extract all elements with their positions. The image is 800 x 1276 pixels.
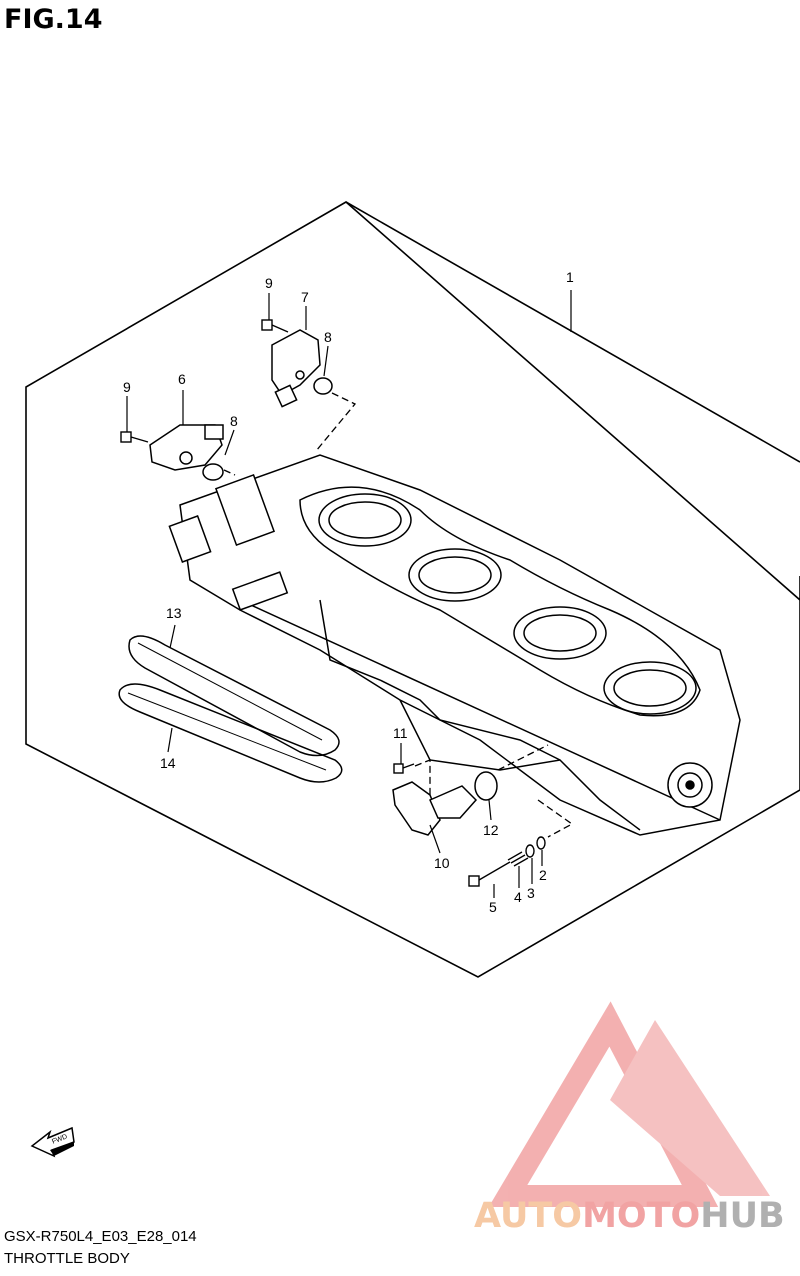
callout-6: 6 (178, 371, 186, 387)
screw-9a (261, 319, 289, 333)
callout-9a: 9 (265, 275, 273, 291)
screw-5 (468, 861, 511, 887)
callout-5: 5 (489, 899, 497, 915)
o-ring-8b (202, 463, 224, 481)
screw-9b (120, 431, 149, 443)
secondary-throttle-sensor (149, 424, 224, 471)
callout-14: 14 (160, 755, 176, 771)
callout-9b: 9 (123, 379, 131, 395)
throttle-position-sensor (271, 329, 321, 408)
triangle-logo-icon (488, 1001, 770, 1207)
brand-part-hub: HUB (700, 1196, 785, 1236)
brand-part-moto: MOTO (582, 1196, 701, 1236)
callout-1: 1 (566, 269, 574, 285)
callout-12: 12 (483, 822, 499, 838)
callout-10: 10 (434, 855, 450, 871)
callout-4: 4 (514, 889, 522, 905)
assembly-boundary (25, 201, 800, 978)
o-ring-8a (313, 377, 333, 395)
throttle-body-assembly (168, 454, 741, 836)
callout-8a: 8 (324, 329, 332, 345)
callout-8b: 8 (230, 413, 238, 429)
screw-11 (393, 763, 415, 774)
callout-13: 13 (166, 605, 182, 621)
callout-11: 11 (393, 725, 408, 741)
drawing-name: THROTTLE BODY (4, 1250, 130, 1267)
washer-2 (536, 836, 546, 850)
gasket-13 (128, 635, 340, 757)
sensor-10 (392, 781, 478, 836)
watermark-brand: AUTOMOTOHUB (474, 1196, 785, 1236)
callout-2: 2 (539, 867, 547, 883)
callout-3: 3 (527, 885, 535, 901)
drawing-code: GSX-R750L4_E03_E28_014 (4, 1228, 197, 1245)
washer-3 (525, 844, 535, 858)
spring-4 (507, 851, 529, 867)
gasket-14 (118, 683, 343, 783)
brand-part-auto: AUTO (474, 1196, 583, 1236)
callout-7: 7 (301, 289, 309, 305)
figure-title: FIG.14 (4, 4, 103, 35)
o-ring-12 (474, 771, 498, 801)
fwd-arrow-icon: FWD (30, 1126, 75, 1158)
